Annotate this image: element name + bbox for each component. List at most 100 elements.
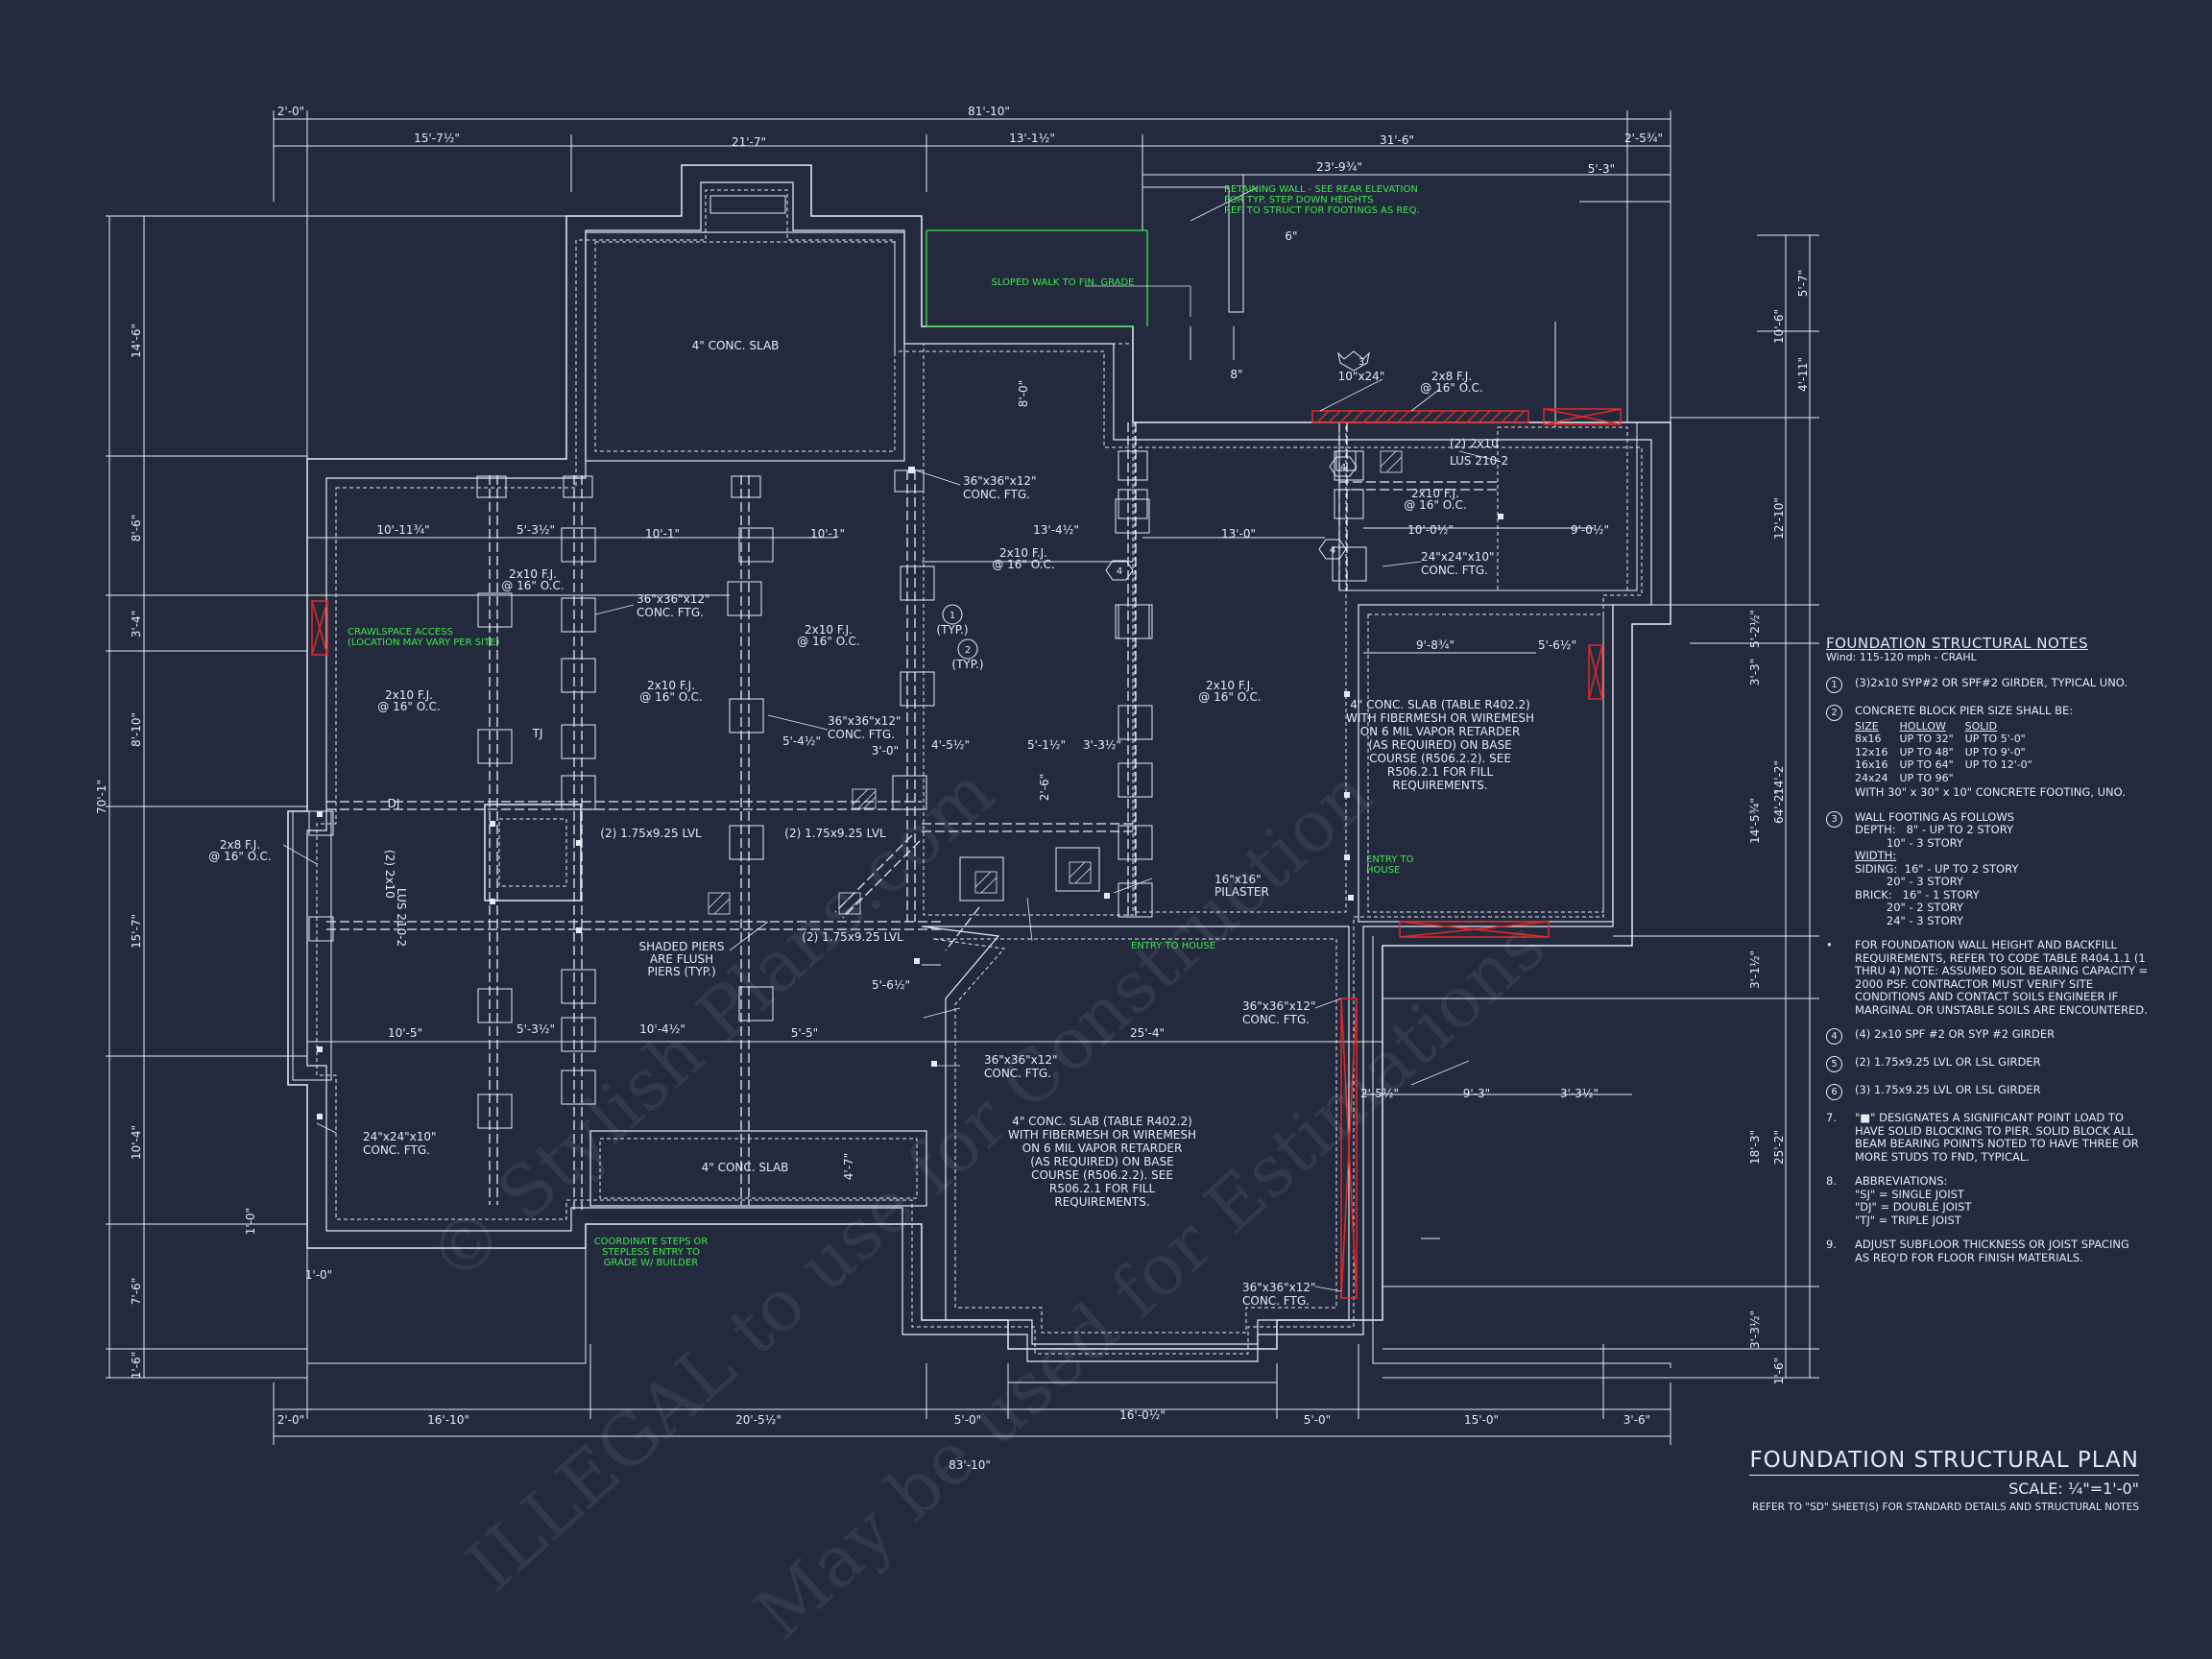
table-header: SIZE — [1855, 719, 1879, 733]
note-line: (AS REQUIRED) ON BASE — [1368, 738, 1512, 752]
note-line: PILASTER — [1214, 885, 1269, 899]
typ-label-2: (TYP.) — [951, 658, 983, 671]
dim-3-3: 3'-3½" — [1083, 738, 1121, 752]
pier-row-4 — [477, 658, 1153, 798]
note-line: ON 6 MIL VAPOR RETARDER — [1360, 725, 1521, 738]
dim-4-7: 4'-7" — [842, 1153, 855, 1180]
note-text: WALL FOOTING AS FOLLOWS — [1855, 809, 2014, 824]
note-line: 2x10 F.J. — [1206, 679, 1254, 692]
fj-9: 2x8 F.J.@ 16" O.C. — [208, 838, 271, 863]
dim-right-3-3b: 3'-3½" — [1748, 1310, 1762, 1349]
note-line: @ 16" O.C. — [639, 690, 702, 704]
note-line: REF. TO STRUCT FOR FOOTINGS AS REQ. — [1224, 205, 1420, 216]
table-cell: UP TO 12'-0" — [1964, 758, 2032, 771]
tj-label: TJ — [532, 727, 543, 740]
fj-5: 2x10 F.J.@ 16" O.C. — [377, 688, 440, 713]
fj-1: 2x10 F.J.@ 16" O.C. — [501, 567, 564, 592]
note-line: CONC. FTG. — [828, 728, 895, 741]
dim-bottom-15-0: 15'-0" — [1464, 1413, 1499, 1427]
dim-right-1-6: 1'-6" — [1772, 1358, 1786, 1384]
dim-left-1-6: 1'-6" — [130, 1352, 143, 1379]
note-line: 36"x36"x12" — [984, 1053, 1058, 1067]
note-6: 6(3) 1.75x9.25 LVL OR LSL GIRDER — [1826, 1083, 2191, 1100]
dim-top-21-7: 21'-7" — [732, 135, 766, 149]
dim-bottom-20-5: 20'-5½" — [735, 1413, 781, 1427]
pier-row-1 — [476, 450, 1364, 519]
green-annotation-lines — [926, 229, 1148, 327]
note-line: RETAINING WALL - SEE REAR ELEVATION — [1224, 184, 1418, 195]
pilaster-note: 16"x16"PILASTER — [1214, 873, 1269, 899]
dim-right-5-7: 5'-7" — [1796, 270, 1810, 297]
note-5: 5(2) 1.75x9.25 LVL OR LSL GIRDER — [1826, 1055, 2191, 1072]
note-1: 1(3)2x10 SYP#2 OR SPF#2 GIRDER, TYPICAL … — [1826, 676, 2191, 693]
note-line: CONC. FTG. — [637, 606, 704, 619]
table-cell: UP TO 5'-0" — [1964, 733, 2026, 745]
note-line: THRU 4) NOTE: ASSUMED SOIL BEARING CAPAC… — [1855, 964, 2149, 977]
table-cell: 24x24 — [1855, 771, 1888, 784]
tag-4c: 4 — [1117, 566, 1122, 577]
note-line: 36"x36"x12" — [1242, 999, 1316, 1013]
plan-title: FOUNDATION STRUCTURAL PLAN — [1749, 1448, 2139, 1476]
tag-4a: 4 — [1340, 463, 1346, 473]
note-line: CONC. FTG. — [1242, 1013, 1310, 1026]
note-text: (2) 1.75x9.25 LVL OR LSL GIRDER — [1855, 1055, 2041, 1069]
dim-right-4-11: 4'-11" — [1796, 357, 1810, 392]
ftg-24-b: 24"x24"x10"CONC. FTG. — [363, 1130, 437, 1157]
note-line: ON 6 MIL VAPOR RETARDER — [1022, 1142, 1183, 1155]
note-text: ABBREVIATIONS: — [1855, 1174, 1948, 1188]
note-line: ENTRY TO — [1366, 854, 1414, 865]
note-4: 4(4) 2x10 SPF #2 OR SYP #2 GIRDER — [1826, 1027, 2191, 1045]
title-block: FOUNDATION STRUCTURAL PLAN SCALE: ¼"=1'-… — [1749, 1448, 2139, 1513]
note-line: MARGINAL OR UNSTABLE SOILS ARE ENCOUNTER… — [1855, 1002, 2148, 1017]
dim-25-4: 25'-4" — [1130, 1026, 1165, 1040]
note-line: FOR TYP. STEP DOWN HEIGHTS — [1224, 195, 1373, 205]
dim-6: 6" — [1285, 229, 1297, 243]
dim-10-0: 10'-0½" — [1407, 523, 1454, 537]
ftg-24-a: 24"x24"x10"CONC. FTG. — [1421, 550, 1495, 577]
note-line: ADJUST SUBFLOOR THICKNESS OR JOIST SPACI… — [1855, 1238, 2129, 1251]
note-line: WIDTH: — [1855, 849, 1897, 862]
note-line: SIDING: 16" - UP TO 2 STORY — [1855, 861, 2019, 876]
red-headers — [311, 408, 1622, 1299]
lvl-label-2: (2) 1.75x9.25 LVL — [784, 827, 886, 840]
table-cell — [1965, 772, 2044, 785]
note-9: 9. ADJUST SUBFLOOR THICKNESS OR JOIST SP… — [1826, 1238, 2191, 1264]
dim-10-1b: 10'-1" — [810, 527, 845, 541]
fj-3: 2x10 F.J.@ 16" O.C. — [797, 623, 859, 648]
hatched-pier — [1069, 861, 1092, 884]
note-line: CONC. FTG. — [984, 1067, 1051, 1080]
note-line: 24"x24"x10" — [363, 1130, 437, 1143]
note-line: COURSE (R506.2.2). SEE — [1369, 752, 1511, 765]
dim-5-1: 5'-1½" — [1027, 738, 1066, 752]
note-line: "SJ" = SINGLE JOIST — [1855, 1187, 1964, 1201]
hatched-pier — [708, 892, 731, 915]
typ-label-1: (TYP.) — [936, 623, 968, 637]
dim-2-6: 2'-6" — [1038, 774, 1051, 801]
tag-hex-4c — [1105, 560, 1134, 581]
dim-5-4: 5'-4½" — [782, 734, 821, 748]
dim-right-3-3: 3'-3" — [1748, 659, 1762, 685]
note-7: 7. "■" DESIGNATES A SIGNIFICANT POINT LO… — [1826, 1111, 2191, 1164]
note-line: BRICK: 16" - 1 STORY — [1855, 887, 1980, 902]
lvl-label-3: (2) 1.75x9.25 LVL — [802, 930, 903, 944]
coordinate-steps-note: COORDINATE STEPS OR STEPLESS ENTRY TO GR… — [594, 1237, 709, 1268]
note-line: 36"x36"x12" — [963, 474, 1037, 488]
note-line: CONC. FTG. — [1421, 564, 1488, 577]
shaded-piers-note: SHADED PIERS ARE FLUSH PIERS (TYP.) — [638, 940, 724, 978]
detail-tags — [942, 350, 1370, 660]
leader-lines — [282, 186, 1499, 1292]
note-text: (4) 2x10 SPF #2 OR SYP #2 GIRDER — [1855, 1027, 2056, 1041]
dim-right-14-5: 14'-5¾" — [1748, 798, 1762, 844]
note-line: @ 16" O.C. — [1420, 381, 1482, 395]
note-line: "TJ" = TRIPLE JOIST — [1855, 1213, 1961, 1227]
note-line: 36"x36"x12" — [828, 714, 902, 728]
note-line: 2x10 F.J. — [385, 688, 433, 702]
dim-bottom-16-10: 16'-10" — [427, 1413, 469, 1427]
fj-2: 2x10 F.J.@ 16" O.C. — [992, 546, 1054, 571]
note-line: @ 16" O.C. — [501, 579, 564, 592]
shaded-piers — [708, 450, 1403, 915]
dim-3-3c: 3'-3½" — [1560, 1087, 1599, 1100]
dim-top-31-6: 31'-6" — [1380, 133, 1414, 147]
foundation-walls — [287, 164, 1671, 1383]
